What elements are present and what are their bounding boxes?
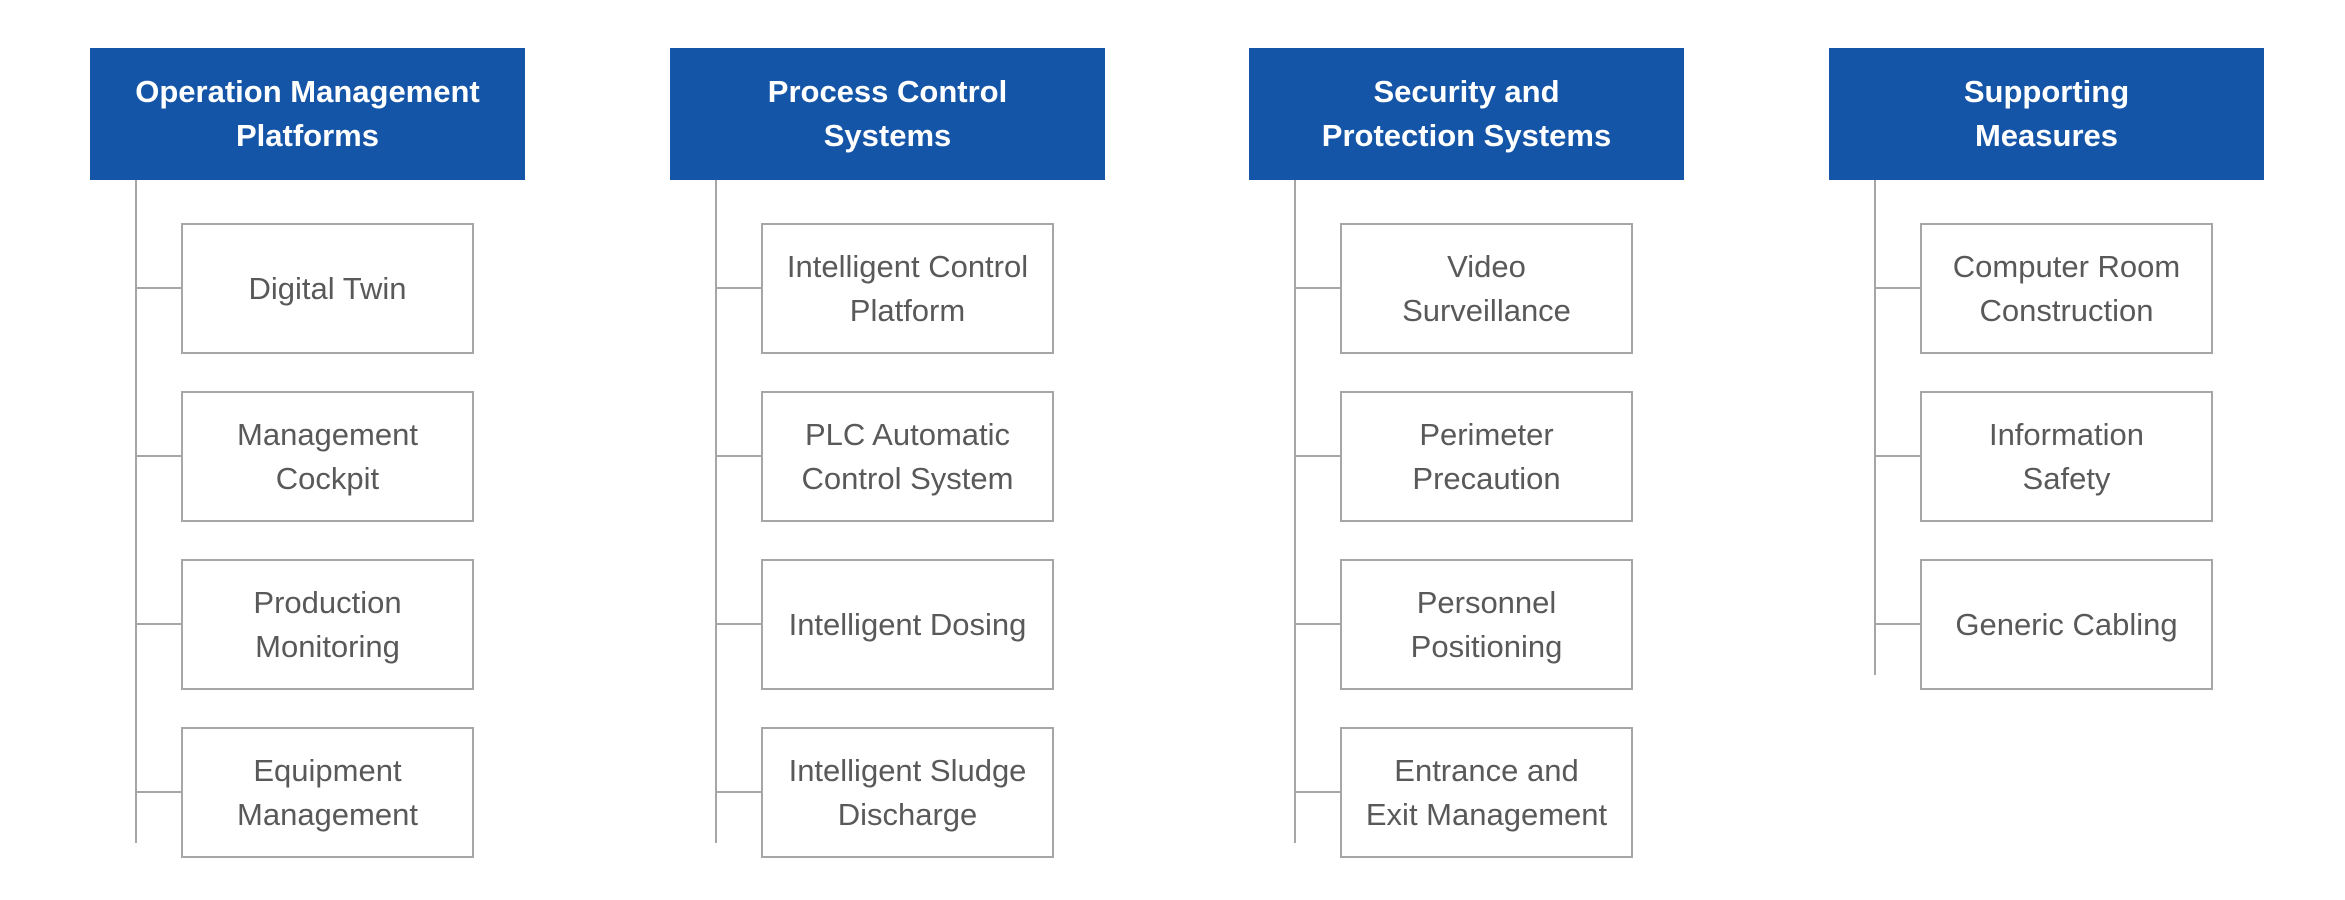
item-information-safety: Information Safety	[1920, 391, 2213, 522]
tree-spine-line	[1874, 180, 1876, 675]
tree-spine-line	[1294, 180, 1296, 843]
category-operation-management-platforms: Operation Management Platforms Digital T…	[90, 48, 525, 868]
item-management-cockpit: Management Cockpit	[181, 391, 474, 522]
category-header: Security and Protection Systems	[1249, 48, 1684, 180]
tree-spine-line	[715, 180, 717, 843]
tree-spine-line	[135, 180, 137, 843]
item-digital-twin: Digital Twin	[181, 223, 474, 354]
item-plc-automatic-control-system: PLC Automatic Control System	[761, 391, 1054, 522]
item-intelligent-control-platform: Intelligent Control Platform	[761, 223, 1054, 354]
item-entrance-and-exit-management: Entrance and Exit Management	[1340, 727, 1633, 858]
tree-connector-line	[135, 623, 182, 625]
tree-connector-line	[1874, 455, 1921, 457]
item-production-monitoring: Production Monitoring	[181, 559, 474, 690]
tree-connector-line	[135, 455, 182, 457]
item-intelligent-dosing: Intelligent Dosing	[761, 559, 1054, 690]
item-perimeter-precaution: Perimeter Precaution	[1340, 391, 1633, 522]
category-process-control-systems: Process Control Systems Intelligent Cont…	[670, 48, 1105, 868]
category-header: Operation Management Platforms	[90, 48, 525, 180]
tree-connector-line	[715, 623, 762, 625]
tree-connector-line	[715, 287, 762, 289]
category-security-and-protection-systems: Security and Protection Systems Video Su…	[1249, 48, 1684, 868]
item-video-surveillance: Video Surveillance	[1340, 223, 1633, 354]
tree-connector-line	[1874, 287, 1921, 289]
category-header: Supporting Measures	[1829, 48, 2264, 180]
item-computer-room-construction: Computer Room Construction	[1920, 223, 2213, 354]
item-personnel-positioning: Personnel Positioning	[1340, 559, 1633, 690]
tree-connector-line	[1874, 623, 1921, 625]
tree-connector-line	[1294, 791, 1341, 793]
tree-connector-line	[135, 791, 182, 793]
tree-connector-line	[1294, 287, 1341, 289]
item-equipment-management: Equipment Management	[181, 727, 474, 858]
category-supporting-measures: Supporting Measures Computer Room Constr…	[1829, 48, 2264, 868]
tree-connector-line	[135, 287, 182, 289]
item-intelligent-sludge-discharge: Intelligent Sludge Discharge	[761, 727, 1054, 858]
tree-connector-line	[1294, 623, 1341, 625]
tree-connector-line	[715, 791, 762, 793]
item-generic-cabling: Generic Cabling	[1920, 559, 2213, 690]
tree-connector-line	[715, 455, 762, 457]
tree-connector-line	[1294, 455, 1341, 457]
category-header: Process Control Systems	[670, 48, 1105, 180]
